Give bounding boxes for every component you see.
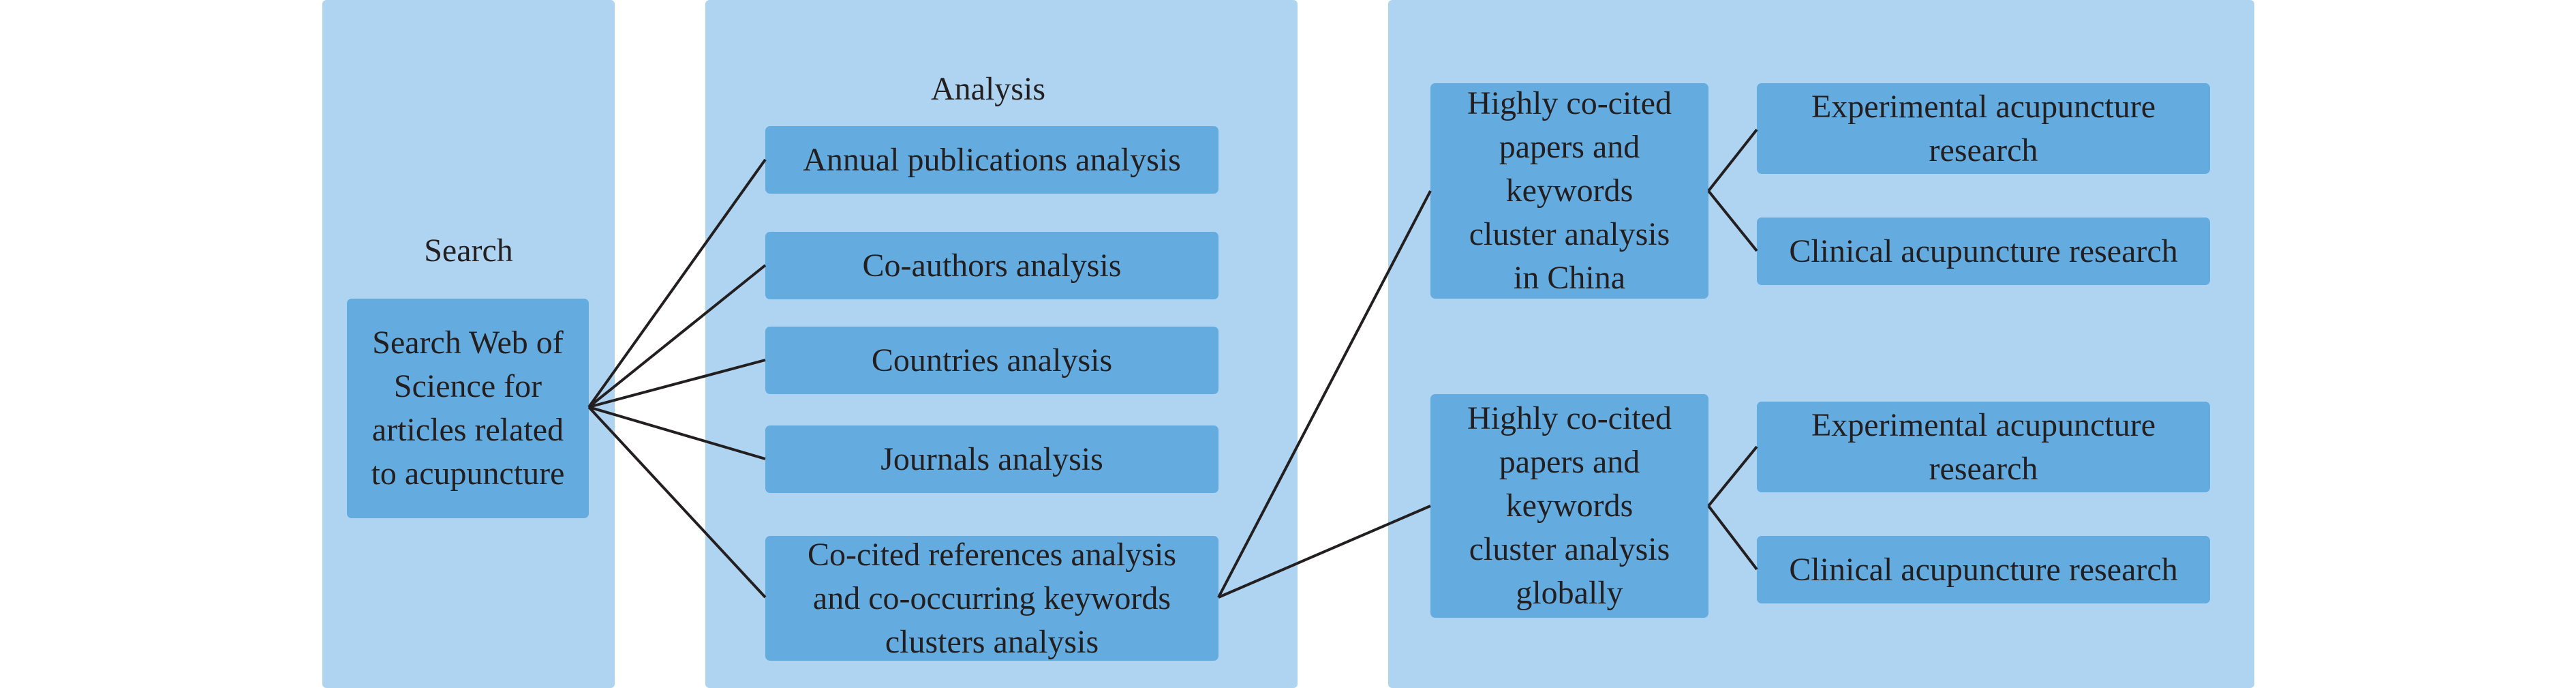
- search-panel-title: Search: [424, 233, 513, 269]
- co-cited-references-box: Co-cited references analysis and co-occu…: [765, 536, 1218, 661]
- search-wos-box: Search Web of Science for articles relat…: [347, 299, 589, 518]
- analysis-panel-title: Analysis: [931, 71, 1045, 107]
- china-clinical-box: Clinical acupuncture research: [1757, 218, 2210, 285]
- global-experimental-box: Experimental acupuncture research: [1757, 402, 2210, 492]
- china-experimental-box: Experimental acupuncture research: [1757, 83, 2210, 174]
- journals-box: Journals analysis: [765, 425, 1218, 493]
- annual-publications-box: Annual publications analysis: [765, 126, 1218, 194]
- global-clinical-box: Clinical acupuncture research: [1757, 536, 2210, 603]
- china-cluster-box: Highly co-cited papers and keywords clus…: [1430, 83, 1708, 299]
- countries-box: Countries analysis: [765, 327, 1218, 394]
- co-authors-box: Co-authors analysis: [765, 232, 1218, 299]
- global-cluster-box: Highly co-cited papers and keywords clus…: [1430, 394, 1708, 618]
